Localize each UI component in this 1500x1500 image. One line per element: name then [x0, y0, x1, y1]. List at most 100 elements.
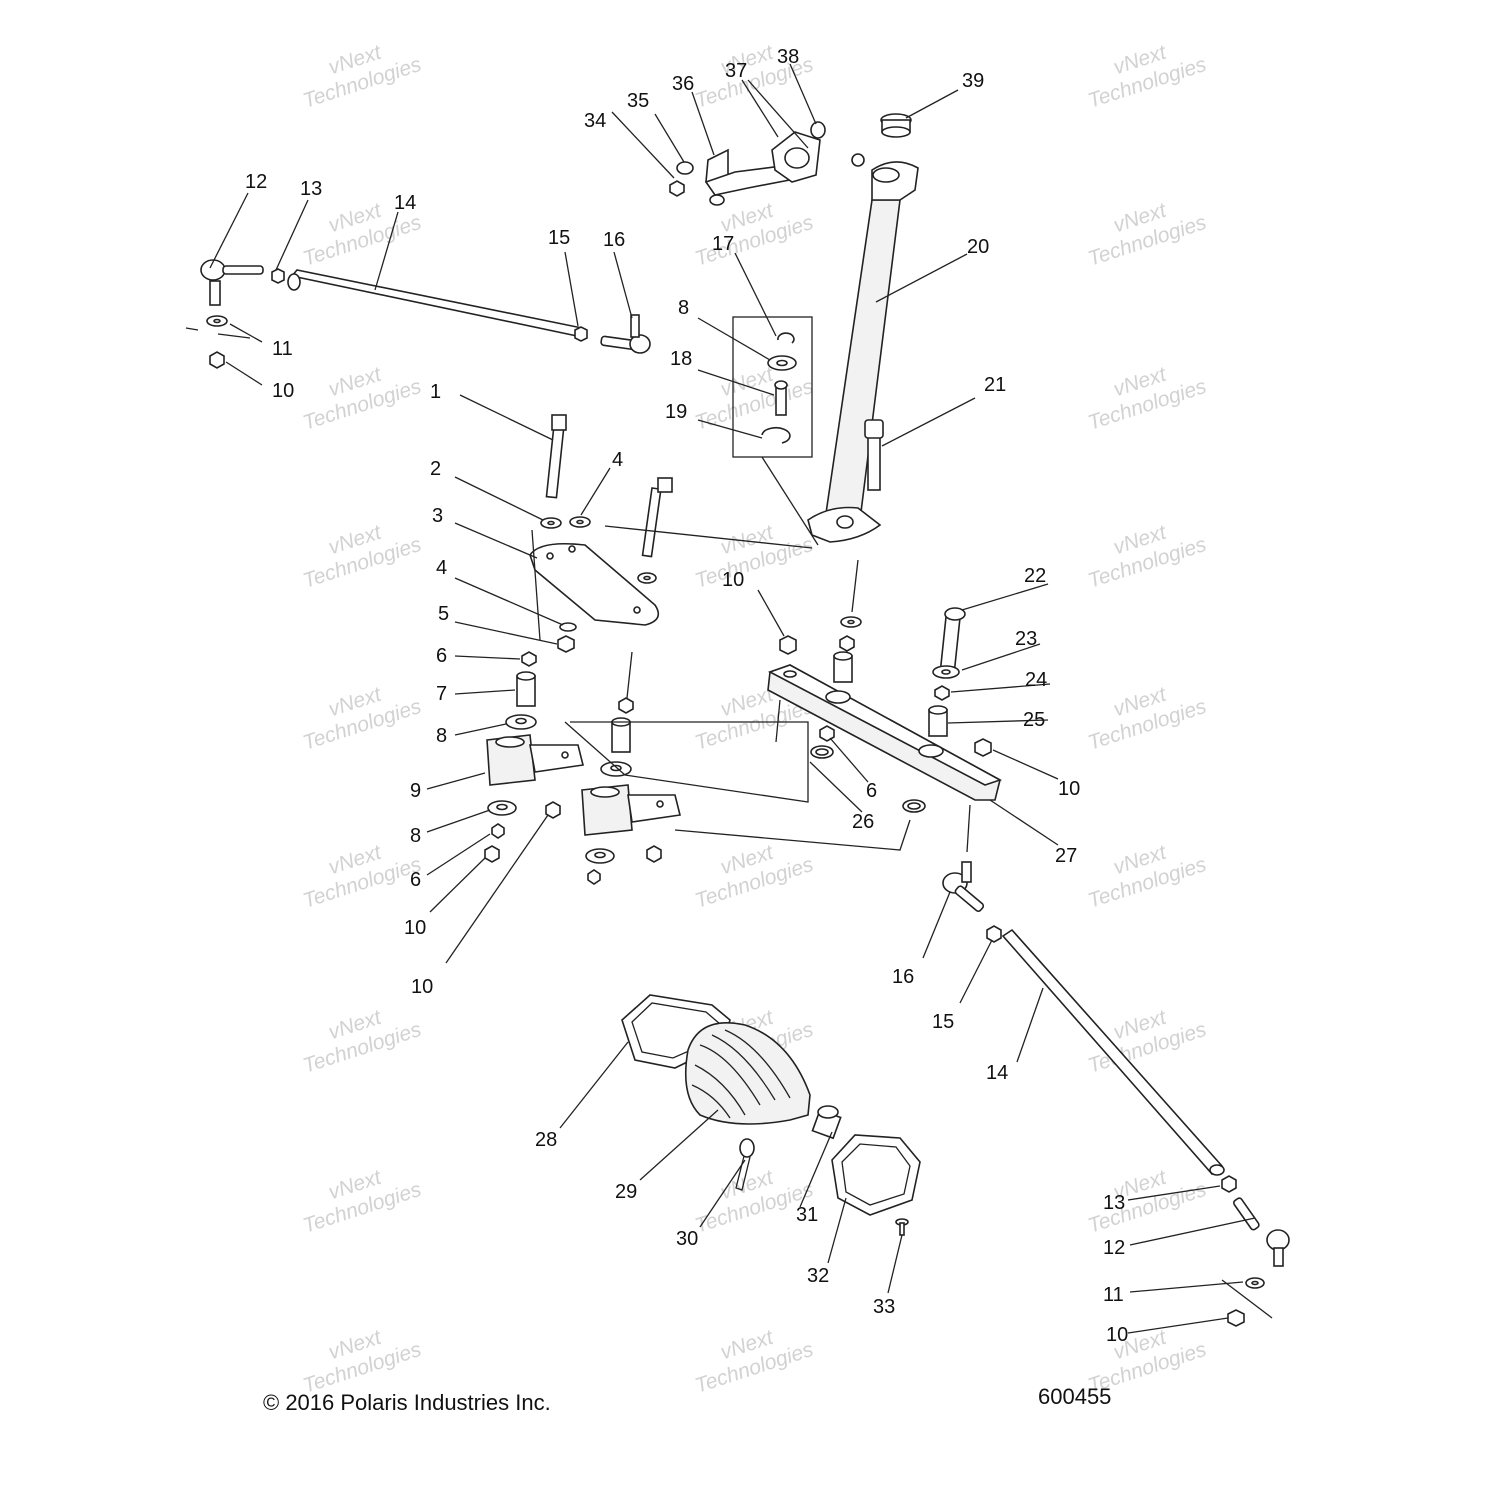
callout-23: 23 — [1015, 628, 1037, 650]
callout-8: 8 — [678, 297, 689, 319]
snap-ring-large — [761, 427, 791, 444]
detail-inset-box — [732, 316, 813, 458]
callout-25: 25 — [1023, 709, 1045, 731]
watermark: vNextTechnologies — [1078, 30, 1210, 113]
watermark: vNextTechnologies — [293, 1315, 425, 1398]
washer-4-upper — [569, 516, 591, 528]
callout-28: 28 — [535, 1129, 557, 1151]
callout-10: 10 — [722, 569, 744, 591]
pitman-arm — [529, 542, 660, 626]
watermark: vNextTechnologies — [293, 830, 425, 913]
callout-16: 16 — [892, 966, 914, 988]
bushing-26-right — [902, 799, 926, 813]
callout-10: 10 — [1106, 1324, 1128, 1346]
tie-rod-end-upper-right — [600, 314, 651, 354]
tie-rod-upper-left — [287, 269, 584, 337]
watermark: vNextTechnologies — [685, 188, 817, 271]
watermark: vNextTechnologies — [1078, 830, 1210, 913]
tie-rod-end-upper-left — [200, 259, 264, 306]
watermark: vNextTechnologies — [293, 672, 425, 755]
callout-26: 26 — [852, 811, 874, 833]
bushing-mid-upper — [600, 761, 632, 777]
inset-washer — [767, 355, 797, 371]
watermark-layer: vNextTechnologies vNextTechnologies vNextT… — [293, 30, 1210, 1398]
watermark: vNextTechnologies — [685, 30, 817, 113]
callout-4: 4 — [612, 449, 623, 471]
washer-4-lower — [559, 622, 577, 632]
jam-nut-lower-right — [1221, 1175, 1237, 1193]
nut-5 — [557, 635, 575, 653]
callout-37: 37 — [725, 60, 747, 82]
clamp-bolt-lower — [709, 194, 725, 206]
flange-nut-10-right — [974, 738, 992, 757]
callout-31: 31 — [796, 1204, 818, 1226]
nut-6-left — [521, 651, 537, 667]
boot-screw — [895, 1218, 909, 1236]
flange-nut-10-left-2 — [545, 801, 561, 819]
callout-3: 3 — [432, 505, 443, 527]
center-nut-6 — [819, 725, 835, 742]
nut-upper-left — [209, 351, 225, 369]
flange-nut-mid — [646, 845, 662, 863]
jam-nut-lower-center — [986, 925, 1002, 943]
callout-11: 11 — [1103, 1284, 1124, 1306]
spacer-mid — [611, 717, 631, 753]
figure-number: 600455 — [1038, 1384, 1111, 1409]
watermark: vNextTechnologies — [1078, 352, 1210, 435]
callout-13: 13 — [1103, 1192, 1125, 1214]
boot-gasket-rear — [831, 1134, 921, 1216]
callout-10: 10 — [411, 976, 433, 998]
callout-18: 18 — [670, 348, 692, 370]
washer-lower-right — [1245, 1277, 1265, 1289]
callout-12: 12 — [245, 171, 267, 193]
clamp-bolt — [676, 161, 694, 175]
jam-nut-upper-right — [574, 326, 588, 342]
leader-lines — [185, 63, 1273, 1334]
callout-labels: 1 2 3 4 4 5 6 6 6 7 8 8 8 9 10 10 10 10 … — [245, 46, 1128, 1346]
parts-layer — [200, 113, 1290, 1327]
mount-bracket-right — [581, 784, 681, 836]
bushing-8-upper — [505, 714, 537, 730]
callout-33: 33 — [873, 1296, 895, 1318]
callout-5: 5 — [438, 603, 449, 625]
callout-4: 4 — [436, 557, 447, 579]
column-washer — [851, 153, 865, 167]
column-bolt — [864, 419, 884, 491]
callout-6: 6 — [410, 869, 421, 891]
watermark: vNextTechnologies — [1078, 188, 1210, 271]
nut-mid-lower — [587, 869, 601, 885]
washer-upper-left — [206, 315, 228, 327]
callout-38: 38 — [777, 46, 799, 68]
callout-21: 21 — [984, 374, 1006, 396]
callout-11: 11 — [272, 338, 293, 360]
callout-22: 22 — [1024, 565, 1046, 587]
washer-pitman-right — [637, 572, 657, 584]
callout-1: 1 — [430, 381, 441, 403]
center-washer-top — [840, 616, 862, 628]
watermark: vNextTechnologies — [1078, 510, 1210, 593]
spacer-25 — [928, 705, 948, 737]
pivot-bolt-22 — [939, 607, 966, 675]
tie-strap — [735, 1138, 755, 1191]
pivot-pin — [774, 380, 788, 416]
clamp-bushing — [771, 131, 821, 183]
callout-19: 19 — [665, 401, 687, 423]
spacer-7 — [516, 671, 536, 707]
bushing-mid-lower — [585, 848, 615, 864]
center-nut-top — [839, 635, 855, 652]
callout-6: 6 — [436, 645, 447, 667]
callout-15: 15 — [548, 227, 570, 249]
callout-16: 16 — [603, 229, 625, 251]
callout-2: 2 — [430, 458, 441, 480]
clamp-nut — [669, 180, 685, 197]
nut-24 — [934, 685, 950, 701]
jam-nut-upper-left — [271, 268, 285, 284]
tie-rod-lower — [1001, 928, 1225, 1176]
snap-ring-small — [777, 332, 795, 344]
callout-10: 10 — [404, 917, 426, 939]
steering-boot — [684, 1021, 811, 1125]
callout-20: 20 — [967, 236, 989, 258]
callout-32: 32 — [807, 1265, 829, 1287]
callout-9: 9 — [410, 780, 421, 802]
